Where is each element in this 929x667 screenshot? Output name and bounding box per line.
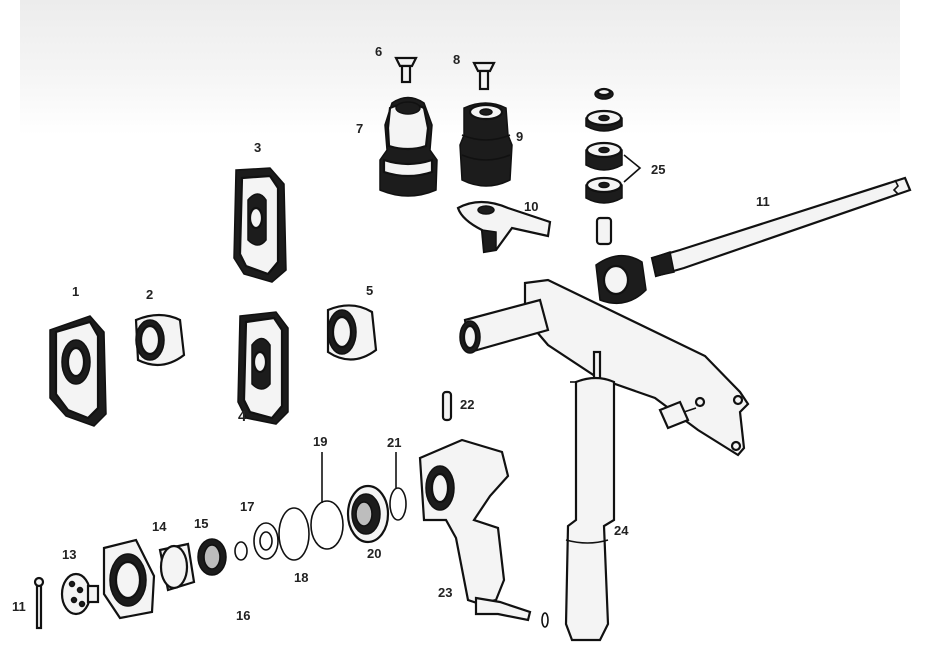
part-15-bearing — [197, 538, 227, 576]
label-part-25: 25 — [651, 162, 666, 177]
label-part-7: 7 — [356, 121, 364, 136]
label-part-19: 19 — [313, 434, 328, 449]
part-2-bushing — [134, 313, 186, 367]
part-7-bump-stop — [379, 96, 438, 197]
part-11-axle-shaft — [595, 176, 912, 305]
label-part-11-shaft: 11 — [756, 194, 770, 209]
label-part-10: 10 — [524, 199, 539, 214]
label-part-23: 23 — [438, 585, 453, 600]
part-14-ring — [158, 542, 196, 592]
part-9-rubber-mount — [459, 102, 513, 187]
part-3-housing — [233, 167, 287, 283]
label-part-16: 16 — [236, 608, 251, 623]
part-18-ring — [278, 507, 310, 561]
part-21-ring — [389, 487, 407, 521]
part-11-bolt — [33, 576, 45, 630]
part-19-ring — [310, 500, 344, 550]
label-part-18: 18 — [294, 570, 309, 585]
axle-housing-cross-tube — [459, 278, 750, 457]
part-20-bearing — [346, 484, 390, 544]
label-part-20: 20 — [367, 546, 382, 561]
label-part-15: 15 — [194, 516, 209, 531]
part-5-bushing — [326, 304, 378, 361]
label-part-1: 1 — [72, 284, 80, 299]
part-25-washer-stack — [585, 87, 642, 246]
label-part-3: 3 — [254, 140, 262, 155]
part-13-hub — [60, 572, 100, 616]
label-part-8: 8 — [453, 52, 461, 67]
label-part-5: 5 — [366, 283, 374, 298]
part-6-screw — [394, 56, 418, 84]
part-10-bracket — [456, 200, 552, 254]
top-background-fade — [20, 0, 900, 135]
part-23-hub-carrier — [418, 438, 549, 628]
label-part-14: 14 — [152, 519, 167, 534]
part-24-shock-absorber — [564, 350, 616, 642]
label-part-17: 17 — [240, 499, 255, 514]
part-17-washer — [253, 522, 279, 560]
label-part-2: 2 — [146, 287, 154, 302]
part-16-o-ring — [234, 541, 248, 561]
label-part-6: 6 — [375, 44, 383, 59]
label-part-11-bolt: 11 — [12, 599, 26, 614]
part-8-screw — [472, 61, 496, 91]
label-part-21: 21 — [387, 435, 402, 450]
part-4-housing — [237, 311, 289, 425]
label-part-9: 9 — [516, 129, 524, 144]
label-part-13: 13 — [62, 547, 77, 562]
label-part-4: 4 — [238, 408, 247, 425]
label-part-24: 24 — [614, 523, 629, 538]
part-1-housing — [49, 315, 107, 427]
label-part-22: 22 — [460, 397, 475, 412]
part-22-pin — [441, 390, 453, 422]
bearing-cover — [102, 538, 156, 620]
